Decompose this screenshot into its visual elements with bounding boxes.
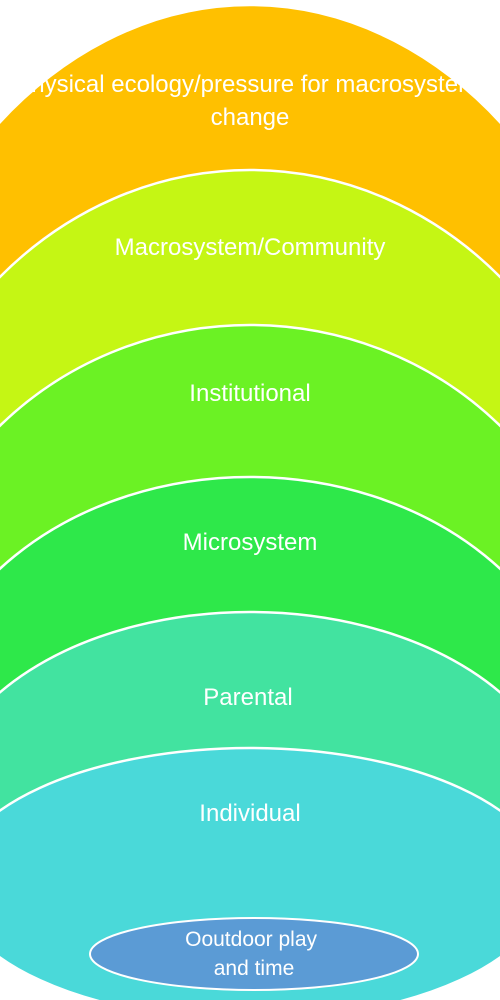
layer-institutional-label: Institutional xyxy=(189,380,310,407)
core-outdoor-play-shape xyxy=(89,917,419,991)
core-outdoor-play-label: Ooutdoor play and time xyxy=(185,928,323,980)
layer-macrosystem-community-label: Macrosystem/Community xyxy=(115,234,386,261)
layer-microsystem-label: Microsystem xyxy=(183,529,318,556)
layer-physical-ecology-label: Physical ecology/pressure for macrosyste… xyxy=(15,71,485,131)
layer-parental-label: Parental xyxy=(203,684,292,711)
layer-individual-label: Individual xyxy=(199,800,300,827)
